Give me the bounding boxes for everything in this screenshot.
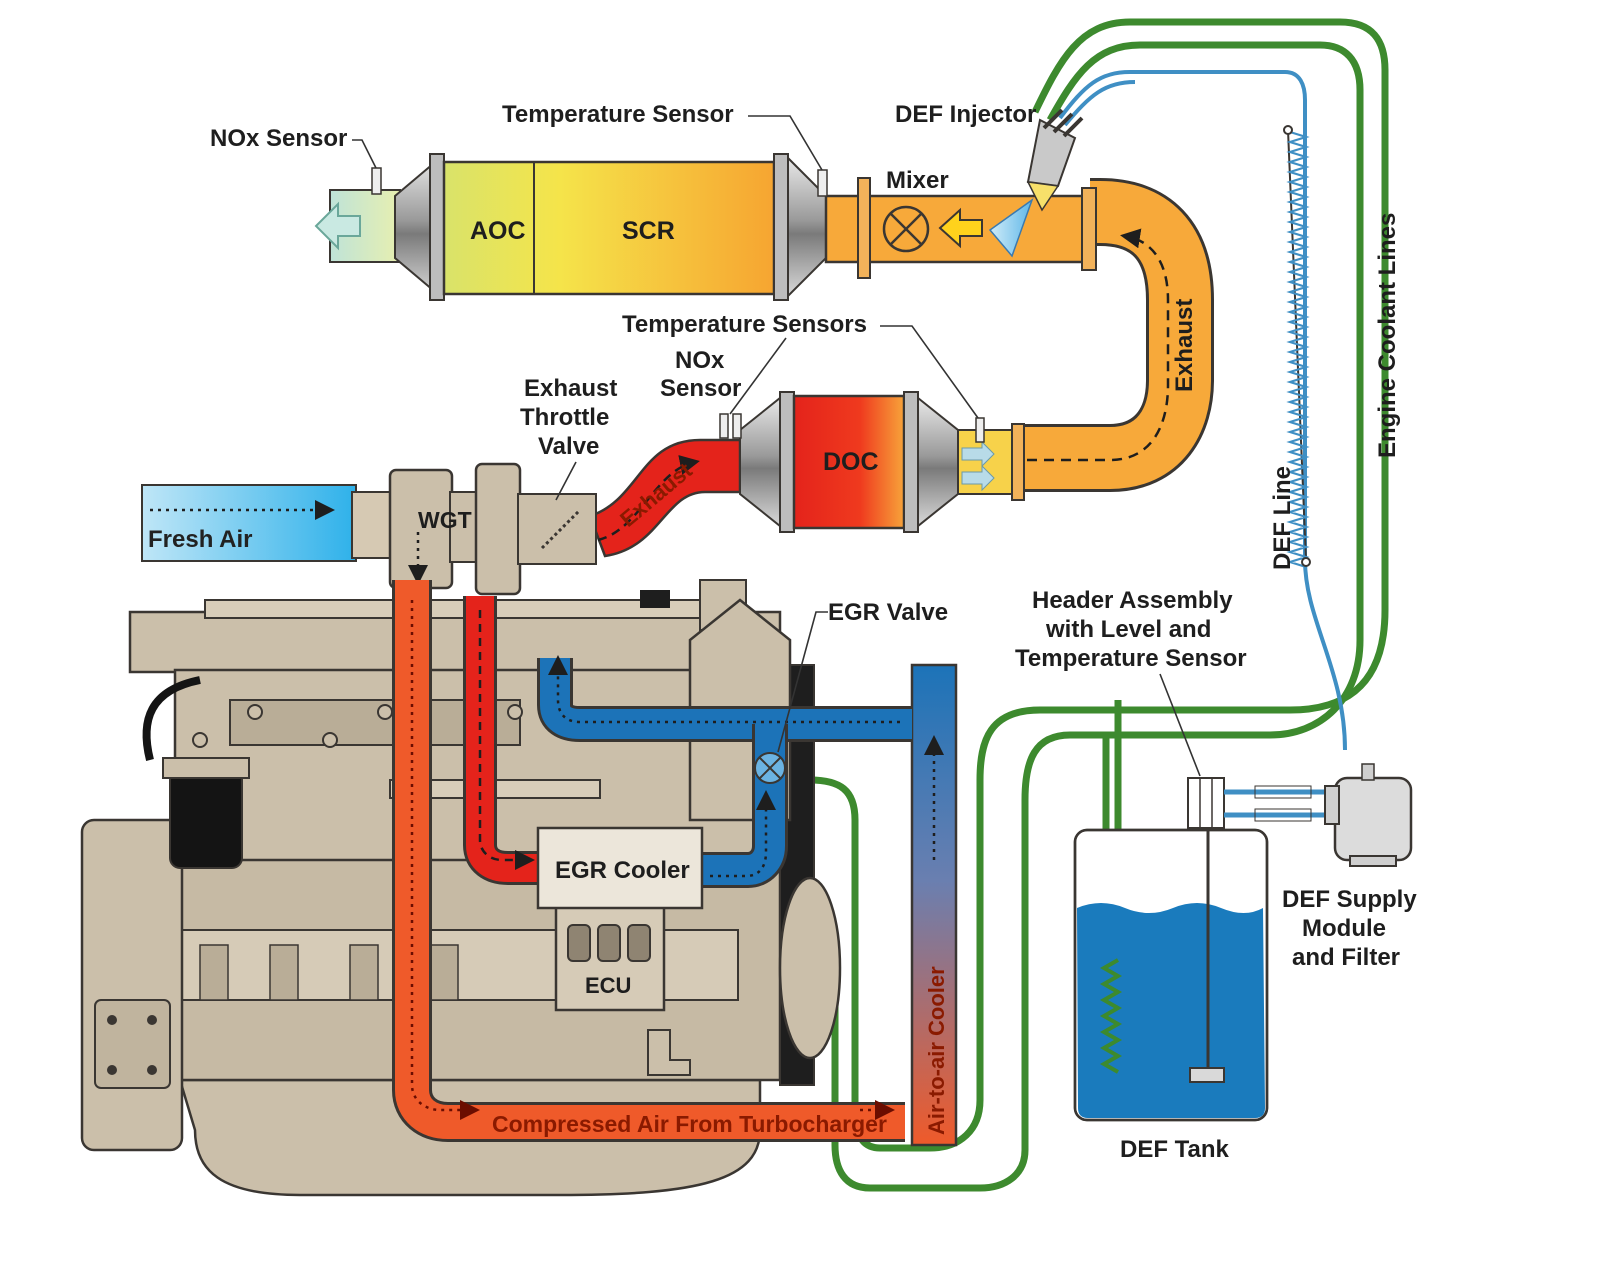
def-supply-label-2: Module bbox=[1302, 915, 1386, 942]
def-supply-lines bbox=[1224, 785, 1330, 822]
def-tank: DEF Tank bbox=[1073, 820, 1269, 1163]
mixer-label: Mixer bbox=[886, 167, 949, 194]
exhaust-throttle-label-2: Throttle bbox=[520, 404, 609, 431]
air-to-air-cooler-label: Air-to-air Cooler bbox=[924, 966, 949, 1135]
doc-assembly: Exhaust DOC bbox=[588, 391, 1025, 558]
air-to-air-cooler: Air-to-air Cooler bbox=[910, 663, 958, 1147]
egr-cooler: EGR Cooler bbox=[536, 826, 704, 910]
exhaust-pipe-label-right: Exhaust bbox=[1171, 299, 1198, 392]
ecu-label: ECU bbox=[585, 973, 631, 998]
header-assembly-label-3: Temperature Sensor bbox=[1015, 645, 1247, 672]
exhaust-throttle-label-3: Valve bbox=[538, 433, 599, 460]
header-assembly-label-2: with Level and bbox=[1045, 616, 1211, 643]
def-tank-label: DEF Tank bbox=[1120, 1136, 1230, 1163]
def-line-label: DEF Line bbox=[1269, 466, 1296, 570]
egr-cool-path bbox=[537, 655, 912, 888]
labels-def: Header Assembly with Level and Temperatu… bbox=[1015, 213, 1417, 971]
fresh-air-label: Fresh Air bbox=[148, 526, 252, 553]
engine-coolant-lines-label: Engine Coolant Lines bbox=[1374, 213, 1401, 458]
turbocharger-wgt: WGT bbox=[351, 462, 597, 596]
labels-top: NOx Sensor Temperature Sensor DEF Inject… bbox=[210, 101, 1036, 501]
nox-sensor-mid-label-2: Sensor bbox=[660, 375, 741, 402]
def-supply-label-3: and Filter bbox=[1292, 944, 1400, 971]
def-injector-label: DEF Injector bbox=[895, 101, 1036, 128]
egr-hot-path bbox=[463, 596, 540, 885]
scr-label: SCR bbox=[622, 217, 675, 245]
temperature-sensors-label: Temperature Sensors bbox=[622, 311, 867, 338]
aoc-label: AOC bbox=[470, 217, 526, 245]
mixer-element bbox=[882, 205, 930, 253]
def-injector bbox=[1026, 108, 1084, 212]
labels-engine: EGR Valve bbox=[777, 599, 948, 753]
wgt-label: WGT bbox=[418, 507, 472, 533]
def-supply-label-1: DEF Supply bbox=[1282, 886, 1417, 913]
header-assembly-label-1: Header Assembly bbox=[1032, 587, 1233, 614]
compressed-air-label: Compressed Air From Turbocharger bbox=[492, 1111, 887, 1137]
nox-sensor-top-label: NOx Sensor bbox=[210, 125, 347, 152]
def-spray-cone bbox=[988, 197, 1034, 258]
exhaust-outlet-arrow bbox=[314, 201, 361, 251]
flow-arrow-icon bbox=[938, 207, 983, 249]
def-supply-module bbox=[1324, 763, 1413, 867]
doc-label: DOC bbox=[823, 448, 879, 476]
egr-cooler-label: EGR Cooler bbox=[555, 857, 690, 884]
compressed-air-path: Compressed Air From Turbocharger bbox=[392, 580, 905, 1142]
exhaust-throttle-label-1: Exhaust bbox=[524, 375, 617, 402]
exhaust-bend-pipe: Exhaust bbox=[1010, 178, 1214, 492]
egr-valve-label: EGR Valve bbox=[828, 599, 948, 626]
header-assembly bbox=[1187, 777, 1225, 829]
temperature-sensor-label: Temperature Sensor bbox=[502, 101, 734, 128]
scr-assembly: AOC SCR bbox=[314, 153, 1097, 301]
egr-valve-icon bbox=[754, 752, 786, 784]
fresh-air-intake: Fresh Air bbox=[141, 484, 357, 562]
nox-sensor-mid-label-1: NOx bbox=[675, 347, 725, 374]
def-line-heater bbox=[1283, 125, 1311, 569]
